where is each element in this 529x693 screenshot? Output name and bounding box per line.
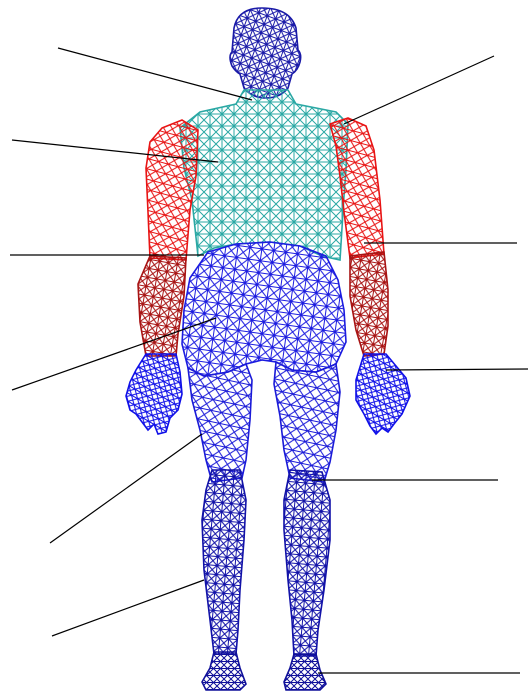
thigh-left-segment bbox=[188, 364, 252, 482]
lower-leg-left-segment bbox=[202, 470, 246, 654]
foot-right-segment bbox=[284, 654, 326, 690]
leader-line-neck bbox=[58, 48, 252, 100]
leader-line-wrist bbox=[386, 369, 528, 370]
head-segment bbox=[230, 8, 301, 98]
leader-line-lower-leg bbox=[52, 580, 204, 636]
upper-torso-segment bbox=[180, 90, 348, 260]
lower-leg-right-segment bbox=[284, 470, 330, 656]
leader-line-thigh bbox=[50, 434, 202, 543]
leader-line-shoulder bbox=[344, 56, 494, 124]
forearm-left-segment bbox=[138, 256, 186, 356]
foot-left-segment bbox=[202, 652, 246, 690]
thigh-right-segment bbox=[274, 362, 340, 482]
upper-arm-left-segment bbox=[146, 120, 198, 260]
hand-left-segment bbox=[126, 354, 182, 434]
hand-right-segment bbox=[356, 354, 410, 434]
forearm-right-segment bbox=[350, 252, 388, 356]
pelvis-segment bbox=[182, 242, 346, 376]
